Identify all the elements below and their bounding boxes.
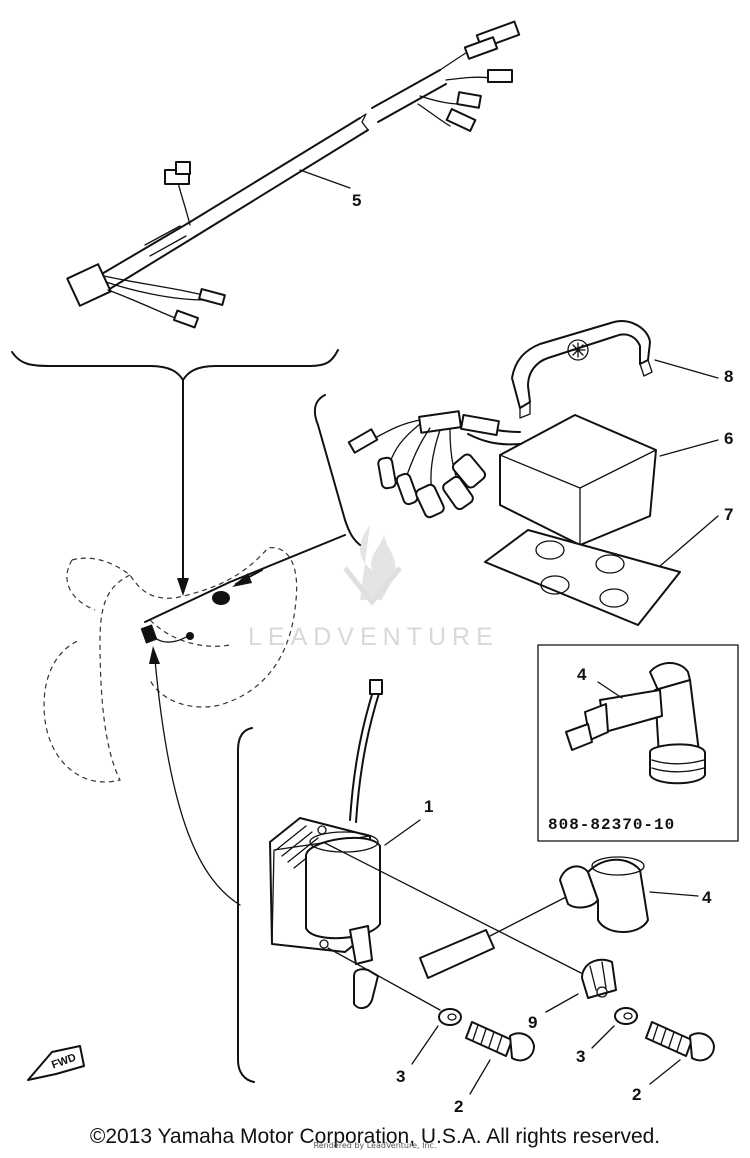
callout-2b: 2: [632, 1085, 641, 1104]
callout-leader-2a: [469, 1059, 491, 1095]
ground-clamp: [545, 958, 617, 1013]
callout-8: 8: [724, 367, 733, 386]
cdi-wire-leads: [347, 410, 521, 519]
cdi-bracket: [511, 320, 719, 419]
callout-leader-5: [299, 169, 351, 189]
bike-coupler-icon: [140, 624, 158, 644]
callout-leader-6: [659, 439, 719, 457]
motorcycle-outline: [43, 547, 298, 783]
callout-5: 5: [352, 191, 361, 210]
callout-1: 1: [424, 797, 433, 816]
inset-part-number: 808-82370-10: [548, 816, 675, 834]
callout-4b: 4: [702, 888, 712, 907]
inset-box: 4 808-82370-10: [537, 644, 739, 842]
cdi-group-bracket: [313, 394, 361, 546]
coil-group-bracket: [237, 727, 255, 1083]
high-tension-lead: [419, 929, 495, 979]
harness-tube-mid: [189, 117, 369, 237]
yamaha-emblem-icon: [567, 339, 589, 361]
callout-9: 9: [528, 1013, 537, 1032]
bike-connector-icon: [212, 591, 230, 605]
callout-7: 7: [724, 505, 733, 524]
callout-leader-4a: [597, 681, 623, 699]
callout-leader-9: [545, 993, 579, 1013]
callout-2a: 2: [454, 1097, 463, 1116]
callout-leader-4b: [649, 891, 699, 897]
watermark-text: LEADVENTURE: [248, 623, 499, 651]
watermark-flame-icon: [360, 525, 396, 600]
arrow-coil-to-bike: [154, 659, 241, 906]
copyright-notice: ©2013 Yamaha Motor Corporation, U.S.A. A…: [89, 1125, 661, 1148]
callout-leader-7: [659, 515, 719, 567]
harness-tube-upper: [371, 69, 447, 123]
callout-leader-2b: [649, 1059, 681, 1085]
washer-right: [591, 1007, 638, 1049]
coil-boot: [353, 968, 379, 1010]
callout-6: 6: [724, 429, 733, 448]
callout-leader-3a: [411, 1025, 439, 1065]
inset-spark-plug-cap: [565, 662, 706, 785]
callout-leader-3b: [591, 1025, 615, 1049]
routing-line: [144, 534, 346, 623]
callout-3a: 3: [396, 1067, 405, 1086]
fwd-arrow: FWD: [27, 1045, 85, 1081]
spark-plug-cap: [559, 856, 699, 933]
bolt-right: [645, 1021, 715, 1085]
watermark: LEADVENTURE: [248, 525, 499, 651]
harness-coupler: [66, 263, 112, 307]
callout-leader-8: [654, 359, 719, 379]
callout-4a: 4: [577, 665, 587, 684]
ignition-coil: [269, 679, 421, 965]
cdi-unit: [499, 414, 719, 546]
bolt-left: [465, 1021, 535, 1095]
harness-bracket: [11, 349, 339, 381]
watermark-v-icon: [343, 566, 402, 606]
cdi-rubber-pad: [484, 515, 719, 626]
callout-leader-1: [384, 819, 421, 846]
washer-left: [411, 1008, 462, 1065]
wire-harness: [66, 20, 521, 329]
rendered-by-notice: Rendered by LeadVenture, Inc.: [313, 1141, 437, 1150]
harness-tube-lower: [99, 221, 197, 291]
callout-3b: 3: [576, 1047, 585, 1066]
